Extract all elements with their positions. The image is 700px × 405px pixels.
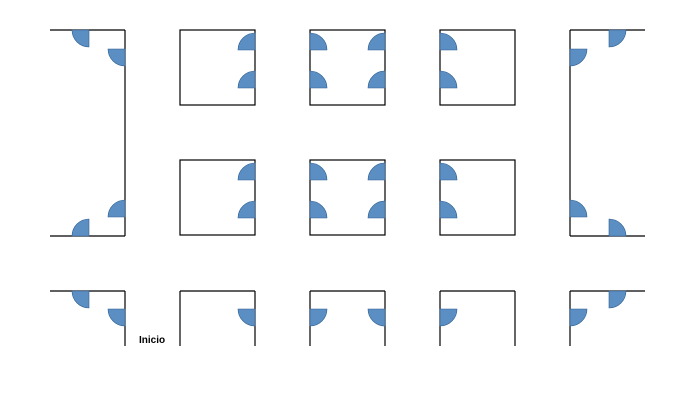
door-swing-icon <box>439 162 458 181</box>
door-swing-icon <box>237 32 256 51</box>
door-swing-icon <box>439 200 458 219</box>
door-swing-icon <box>367 308 386 327</box>
door-swing-icon <box>237 200 256 219</box>
room-outline <box>439 29 516 106</box>
door-swing-icon <box>608 29 627 48</box>
room-outline <box>179 29 256 106</box>
door-swing-icon <box>237 162 256 181</box>
door-swing-icon <box>367 162 386 181</box>
door-swing-icon <box>309 200 328 219</box>
door-swing-icon <box>608 218 627 237</box>
door-swing-icon <box>439 70 458 89</box>
door-swing-icon <box>71 29 90 48</box>
door-swing-icon <box>439 308 458 327</box>
door-swing-icon <box>367 70 386 89</box>
door-swing-icon <box>608 290 627 309</box>
door-swing-icon <box>309 162 328 181</box>
door-swing-icon <box>367 32 386 51</box>
door-swing-icon <box>309 70 328 89</box>
door-swing-icon <box>569 199 588 218</box>
door-swing-icon <box>569 48 588 67</box>
door-swing-icon <box>439 32 458 51</box>
room-outline <box>309 159 386 236</box>
door-swing-icon <box>107 199 126 218</box>
door-swing-icon <box>569 308 588 327</box>
door-swing-icon <box>237 308 256 327</box>
door-swing-icon <box>71 290 90 309</box>
door-swing-icon <box>367 200 386 219</box>
door-swing-icon <box>309 32 328 51</box>
door-swing-icon <box>309 308 328 327</box>
room-outline <box>439 159 516 236</box>
door-swing-icon <box>71 218 90 237</box>
door-swing-icon <box>107 48 126 67</box>
door-swing-icon <box>237 70 256 89</box>
door-swing-icon <box>107 308 126 327</box>
start-label: Inicio <box>139 335 166 346</box>
room-outline <box>179 159 256 236</box>
room-outline <box>309 29 386 106</box>
